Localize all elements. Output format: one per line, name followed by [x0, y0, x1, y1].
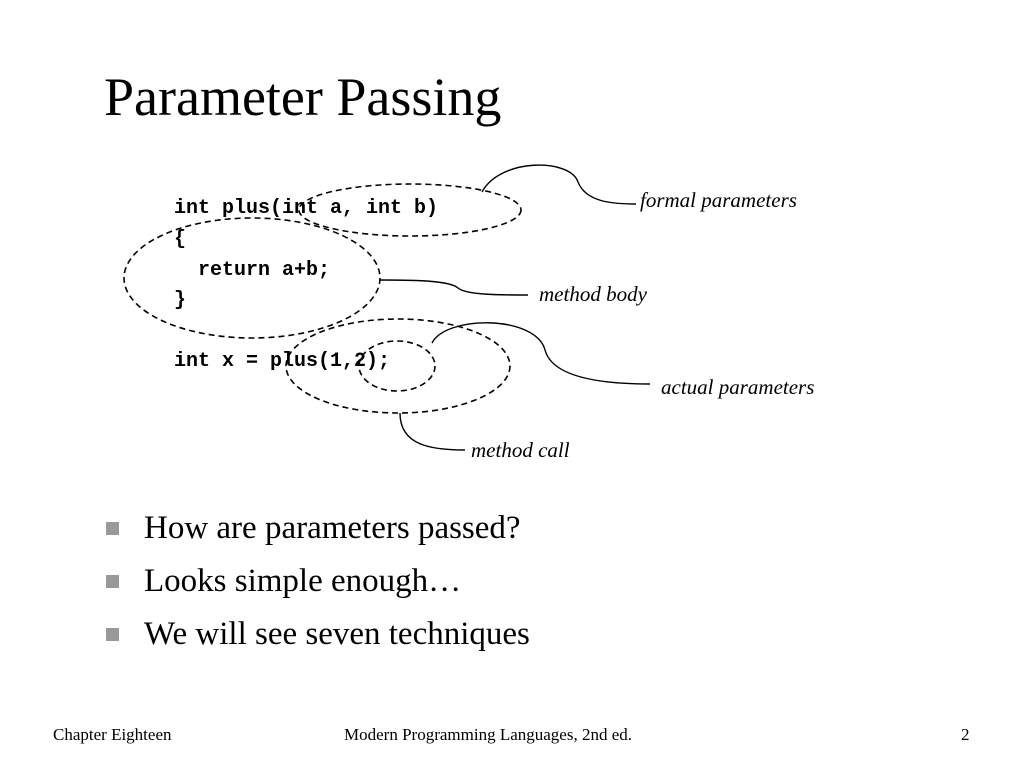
- code-line-return: return a+b;: [174, 259, 331, 282]
- bullet-item: We will see seven techniques: [106, 608, 530, 661]
- code-line-open-brace: {: [174, 228, 187, 251]
- actual-parameters-connector: [431, 322, 651, 385]
- callout-actual-parameters: actual parameters: [661, 375, 815, 399]
- footer-book-title: Modern Programming Languages, 2nd ed.: [344, 725, 632, 744]
- actual-parameters-ellipse: [358, 340, 436, 392]
- formal-parameters-connector: [481, 164, 637, 205]
- code-line-signature: int plus(int a, int b): [174, 197, 439, 220]
- square-bullet-icon: [106, 522, 119, 535]
- bullet-text: We will see seven techniques: [144, 616, 530, 652]
- slide-title: Parameter Passing: [104, 67, 502, 127]
- formal-parameters-ellipse: [298, 183, 522, 237]
- callout-method-call: method call: [471, 438, 570, 462]
- method-body-ellipse: [123, 217, 381, 339]
- bullet-text: Looks simple enough…: [144, 563, 462, 599]
- footer-chapter: Chapter Eighteen: [53, 725, 172, 744]
- code-line-close-brace: }: [174, 289, 187, 312]
- bullet-item: How are parameters passed?: [106, 502, 530, 555]
- method-body-connector: [379, 279, 529, 296]
- code-line-call: int x = plus(1,2);: [174, 350, 391, 373]
- square-bullet-icon: [106, 628, 119, 641]
- callout-formal-parameters: formal parameters: [640, 188, 797, 212]
- bullet-item: Looks simple enough…: [106, 555, 530, 608]
- bullet-list: How are parameters passed? Looks simple …: [106, 502, 530, 661]
- callout-method-body: method body: [539, 282, 647, 306]
- method-call-connector: [399, 412, 466, 451]
- method-call-ellipse: [285, 318, 511, 414]
- footer-page-number: 2: [961, 725, 970, 744]
- square-bullet-icon: [106, 575, 119, 588]
- bullet-text: How are parameters passed?: [144, 510, 521, 546]
